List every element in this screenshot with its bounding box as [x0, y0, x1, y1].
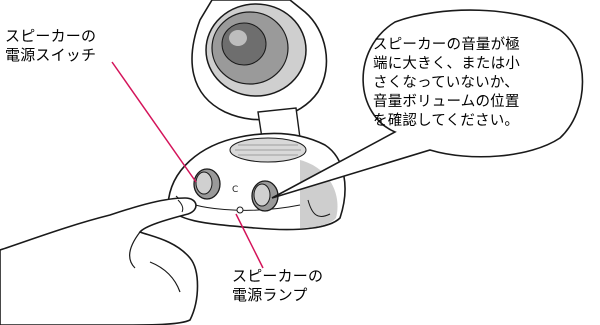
power-switch-label: スピーカーの 電源スイッチ — [5, 27, 96, 65]
note-line-5: を確認してください。 — [373, 113, 520, 129]
power-lamp-label: スピーカーの 電源ランプ — [232, 267, 323, 305]
lamp-leader-line — [235, 213, 264, 269]
lamp-marking: C — [232, 185, 238, 195]
note-line-4: 音量ボリュームの位置 — [373, 94, 520, 110]
power-switch-knob[interactable] — [193, 168, 221, 200]
note-line-2: 端に大きく、または小 — [373, 56, 520, 72]
note-line-1: スピーカーの音量が極 — [373, 37, 520, 53]
note-bubble-text: スピーカーの音量が極 端に大きく、または小 さくなっていないか、 音量ボリューム… — [373, 36, 520, 131]
note-line-3: さくなっていないか、 — [373, 75, 519, 91]
pointing-hand — [0, 197, 199, 325]
power-lamp-label-line-1: スピーカーの — [232, 267, 324, 285]
switch-leader-line — [111, 61, 197, 183]
note-bubble-shape — [271, 9, 584, 199]
speaker-head — [191, 0, 328, 121]
power-lamp-label-line-2: 電源ランプ — [232, 286, 308, 304]
power-lamp — [236, 206, 244, 214]
volume-knob[interactable] — [251, 180, 279, 212]
power-switch-label-line-1: スピーカーの — [5, 27, 97, 45]
power-switch-label-line-2: 電源スイッチ — [5, 46, 97, 64]
